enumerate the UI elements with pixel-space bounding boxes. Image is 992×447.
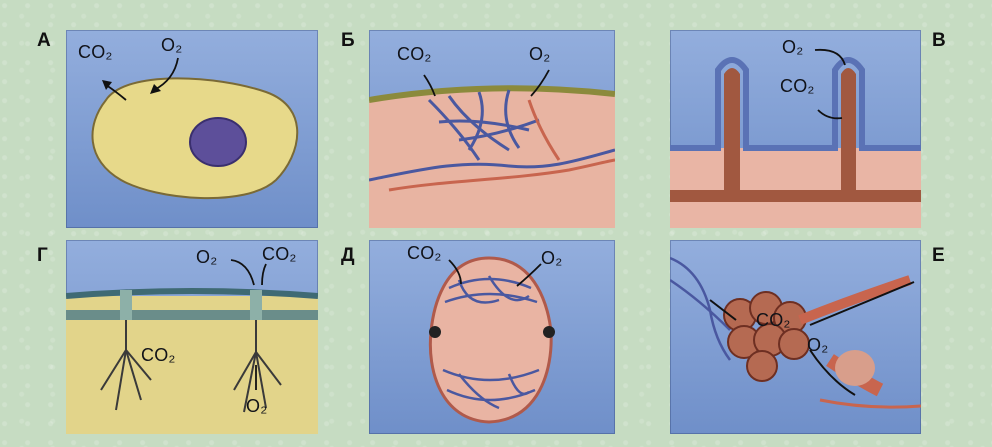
co2-arrow (818, 110, 842, 118)
panel-v-label: В (932, 30, 946, 52)
panel-v-o2-label: O₂ (782, 37, 803, 58)
outflow-vessel (820, 400, 921, 407)
panel-g-co2-label: CO₂ (262, 244, 297, 265)
panel-g-tracheal-respiration: O₂ CO₂ CO₂ O₂ (66, 240, 318, 434)
panel-g-illustration (66, 240, 318, 434)
co2-arrow (262, 264, 266, 285)
panel-a-co2-label: CO₂ (78, 42, 113, 63)
co2-outflow-arrow (810, 282, 914, 325)
panel-v-co2-label: CO₂ (780, 76, 815, 97)
oval-body (430, 258, 551, 422)
panel-e-o2-label: O₂ (807, 335, 828, 356)
panel-b-co2-label: CO₂ (397, 44, 432, 65)
panel-g-co2-lower-label: CO₂ (141, 345, 176, 366)
tissue-layer (369, 88, 615, 228)
panel-a-o2-label: O₂ (161, 35, 182, 56)
left-node (429, 326, 441, 338)
panel-d-co2-label: CO₂ (407, 243, 442, 264)
trachea-trunk (66, 310, 318, 320)
panel-d-illustration (369, 240, 615, 434)
panel-v-gill-respiration: O₂ CO₂ (670, 30, 921, 228)
right-node (543, 326, 555, 338)
panel-g-label: Г (37, 245, 48, 267)
panel-d-o2-label: O₂ (541, 248, 562, 269)
panel-e-label: Е (932, 245, 945, 267)
gill-filament-1 (724, 68, 740, 190)
cell-nucleus (190, 118, 246, 166)
red-vessel-upper (800, 280, 910, 320)
o2-arrow (231, 260, 254, 285)
panel-b-o2-label: O₂ (529, 44, 550, 65)
gill-filament-2 (841, 68, 856, 190)
gill-membrane (670, 60, 921, 148)
panel-d-capillary-structure: CO₂ O₂ (369, 240, 615, 434)
panel-b-skin-respiration: CO₂ O₂ (369, 30, 615, 228)
body-surface (66, 291, 318, 296)
panel-v-illustration (670, 30, 921, 228)
panel-a-label: А (37, 30, 51, 52)
spiracle-2 (250, 290, 262, 320)
panel-b-label: Б (341, 30, 355, 52)
spiracle-1 (120, 290, 132, 320)
gill-base-vessel (670, 190, 921, 202)
panel-a-cell-diffusion: CO₂ O₂ (66, 30, 318, 228)
panel-e-alveolar-respiration: CO₂ O₂ (670, 240, 921, 434)
alveolar-sac (835, 350, 875, 386)
panel-e-illustration (670, 240, 921, 434)
panel-e-co2-label: CO₂ (756, 310, 791, 331)
panel-g-o2-lower-label: O₂ (246, 396, 267, 417)
panel-d-label: Д (341, 245, 355, 267)
panel-g-o2-label: O₂ (196, 247, 217, 268)
tissue-base (670, 148, 921, 228)
alveolar-cluster (724, 292, 809, 381)
